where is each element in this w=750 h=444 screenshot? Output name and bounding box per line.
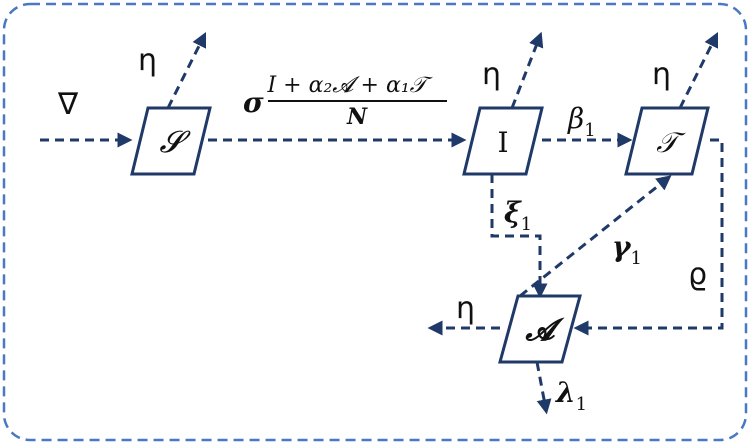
rho-arrow <box>573 138 724 336</box>
compartment-a-box <box>498 294 582 364</box>
inflow-label: ∇ <box>57 87 79 122</box>
xi-arrow <box>490 174 548 299</box>
beta-label: β1 <box>567 102 596 141</box>
gamma-label: γ1 <box>612 230 642 269</box>
compartment-i-label: I <box>497 126 508 159</box>
death-label-i: η <box>482 57 501 92</box>
xi-label: ξ1 <box>504 196 532 235</box>
lambda-arrow <box>535 361 552 415</box>
death-arrow-i <box>510 31 544 109</box>
rho-label: ϱ <box>688 257 707 292</box>
gamma-arrow <box>519 175 672 298</box>
death-label-s: η <box>138 43 157 78</box>
death-arrow-s <box>166 31 207 109</box>
lambda-label: λ1 <box>555 376 587 415</box>
death-label-a: η <box>456 291 475 326</box>
death-arrow-t <box>678 31 719 109</box>
infection-numerator: I + α₂𝓐 + α₁𝒯 <box>267 73 434 98</box>
compartment-t-box <box>624 106 710 176</box>
infection-factor-sigma: σ <box>243 86 264 119</box>
compartment-s-box <box>130 106 212 176</box>
infection-denominator: N <box>346 104 368 130</box>
death-label-t: η <box>652 57 671 92</box>
compartment-i-box <box>462 106 544 176</box>
